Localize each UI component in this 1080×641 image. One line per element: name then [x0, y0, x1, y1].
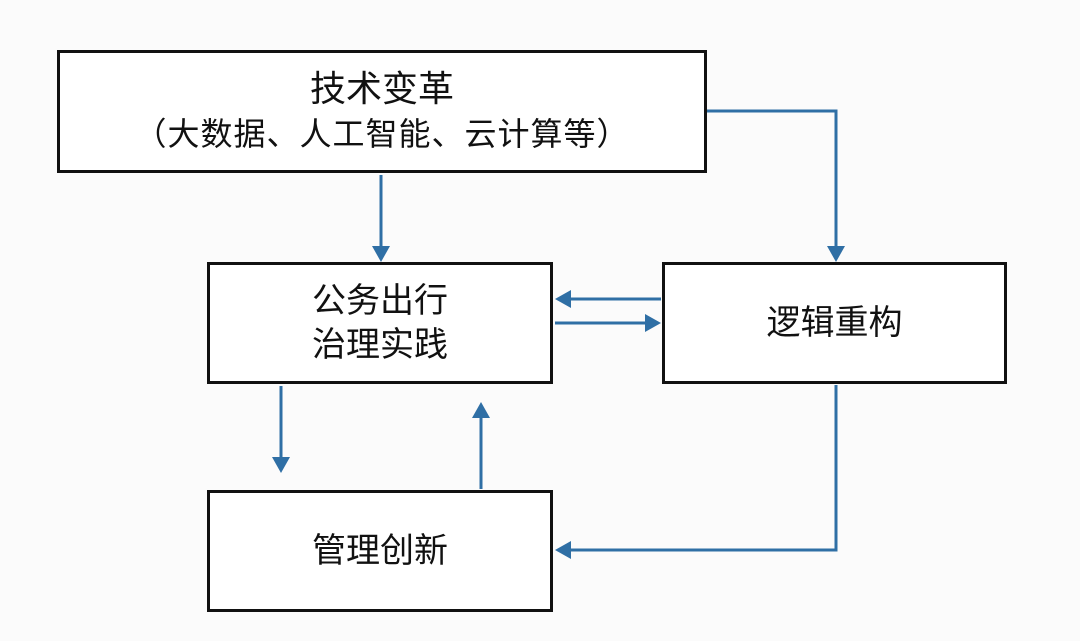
node-logic-label: 逻辑重构	[766, 302, 903, 343]
node-innovation-label: 管理创新	[312, 530, 448, 571]
node-logic-restructure: 逻辑重构	[662, 262, 1007, 384]
node-tech-subtitle: （大数据、人工智能、云计算等）	[134, 115, 630, 154]
node-practice-line2: 治理实践	[312, 325, 448, 365]
node-practice-line1: 公务出行	[312, 280, 448, 321]
edge-practice-to-innovation	[272, 386, 290, 473]
edge-tech-to-logic	[707, 109, 845, 262]
edge-logic-to-practice	[555, 290, 661, 308]
node-tech-title: 技术变革	[309, 69, 454, 111]
node-management-innovation: 管理创新	[207, 490, 553, 612]
edge-practice-to-logic	[555, 314, 661, 332]
node-governance-practice: 公务出行 治理实践	[207, 262, 553, 384]
edge-innovation-to-practice	[472, 402, 490, 489]
edge-tech-to-practice	[372, 175, 390, 262]
node-tech-change: 技术变革 （大数据、人工智能、云计算等）	[57, 50, 707, 173]
edge-logic-to-innovation	[555, 385, 838, 559]
